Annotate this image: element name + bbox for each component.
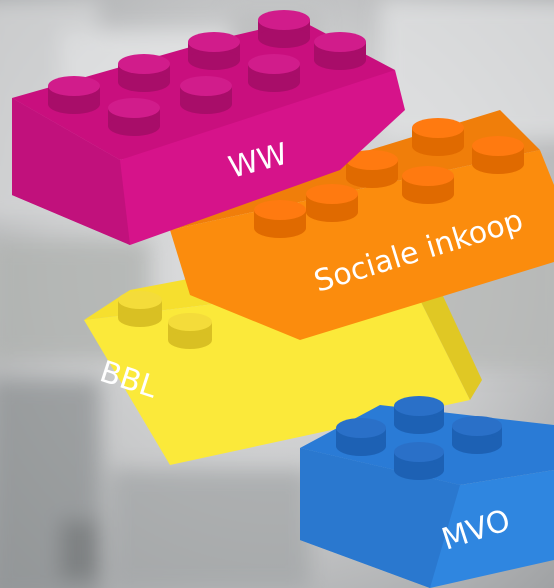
brick-sociale-inkoop-front: [170, 150, 554, 340]
brick-ww: WW: [12, 10, 405, 245]
stud: [452, 416, 502, 454]
stud: [254, 200, 306, 238]
stud: [472, 136, 524, 174]
stud: [48, 76, 100, 114]
stud: [412, 118, 464, 156]
stud: [118, 291, 162, 327]
stud: [314, 32, 366, 70]
stud: [108, 98, 160, 136]
stud: [306, 184, 358, 222]
brick-ww-studs: [48, 10, 366, 136]
stud: [258, 10, 310, 48]
stud: [118, 54, 170, 92]
stud: [336, 418, 386, 456]
stud: [346, 150, 398, 188]
brick-bbl-studs: [118, 291, 212, 349]
brick-sociale-inkoop: Sociale inkoop: [170, 110, 554, 340]
brick-mvo: MVO: [300, 396, 554, 588]
brick-mvo-studs: [336, 396, 502, 480]
brick-mvo-side: [300, 448, 460, 588]
stud: [180, 76, 232, 114]
stud: [248, 54, 300, 92]
stud: [402, 166, 454, 204]
stud: [394, 442, 444, 480]
brick-ww-side: [12, 98, 130, 245]
brick-sociale-inkoop-studs: [254, 118, 524, 238]
brick-bbl-side: [410, 268, 482, 400]
stud: [394, 396, 444, 434]
stud: [188, 32, 240, 70]
stud: [168, 313, 212, 349]
